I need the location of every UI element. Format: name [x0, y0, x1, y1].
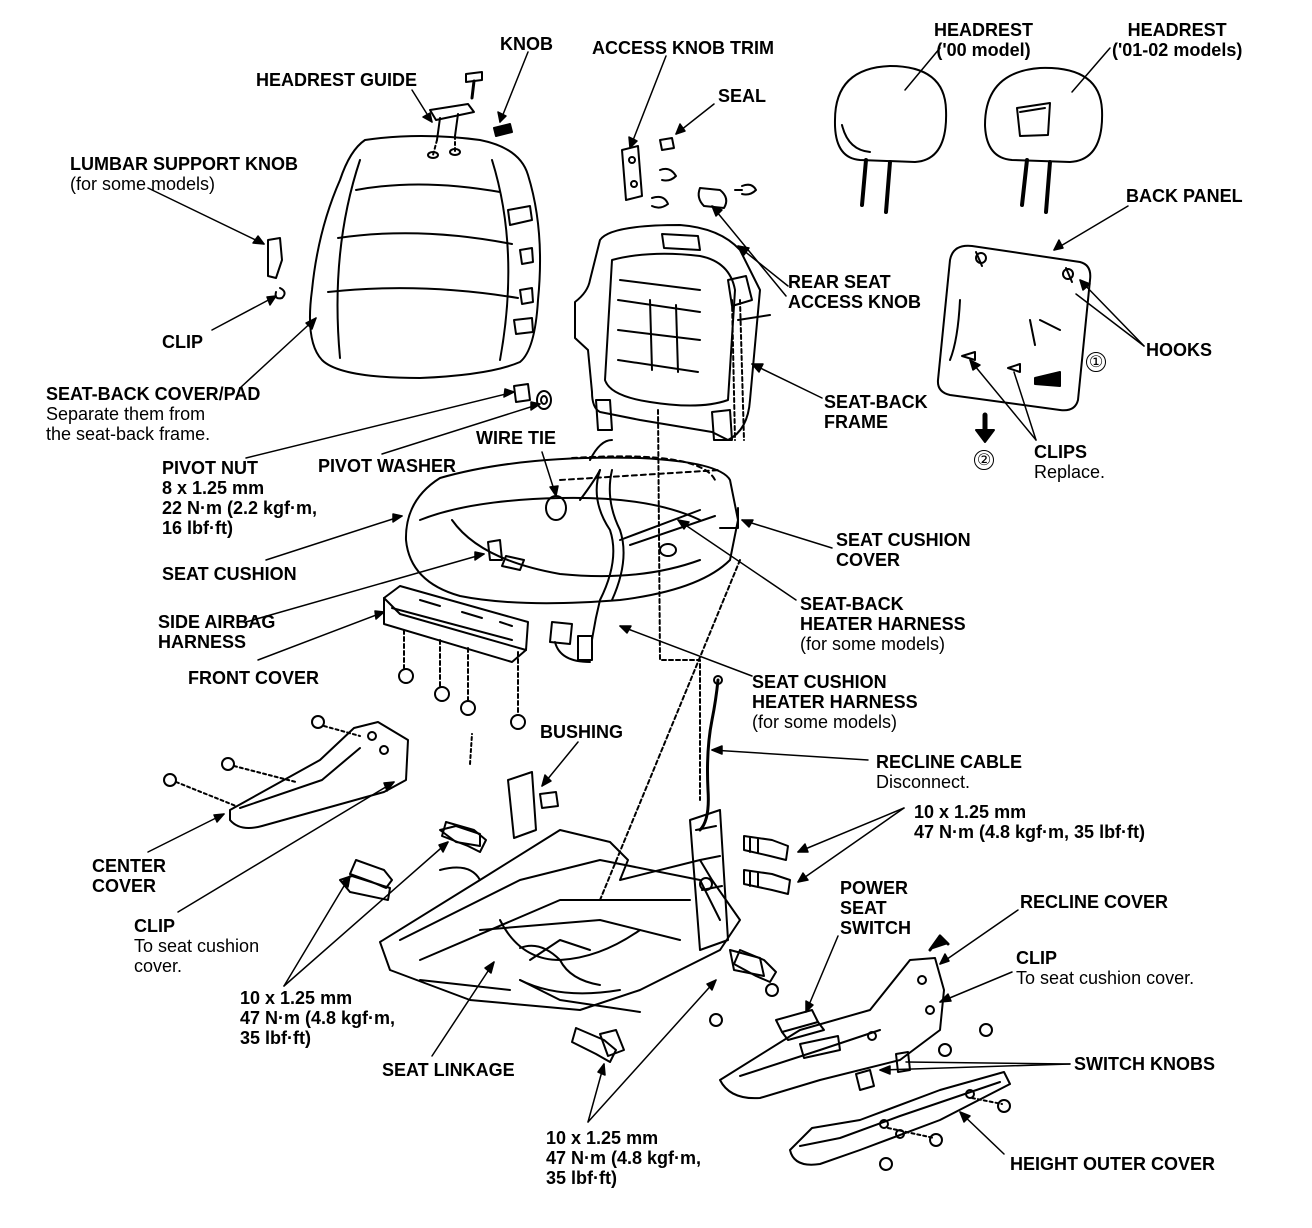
- label-seat-cushion: SEAT CUSHION: [162, 564, 297, 584]
- label-power-seat-switch: POWER SEAT SWITCH: [840, 878, 911, 938]
- seat-back-frame-drawing: [574, 224, 771, 441]
- leader-lines: [147, 47, 1145, 1155]
- label-seal: SEAL: [718, 86, 767, 106]
- label-pivot-washer: PIVOT WASHER: [318, 456, 457, 476]
- recline-bolts-drawing: [743, 835, 791, 895]
- label-back-panel: BACK PANEL: [1126, 186, 1243, 206]
- front-cover-drawing: [383, 585, 529, 730]
- label-clip-lumbar: CLIP: [162, 332, 204, 352]
- label-seat-cushion-heater-harness: SEAT CUSHION HEATER HARNESS (for some mo…: [752, 672, 918, 732]
- label-seat-back-heater-harness: SEAT-BACK HEATER HARNESS (for some model…: [800, 594, 966, 654]
- center-cover-drawing: [163, 715, 409, 829]
- label-headrest-01: HEADREST ('01-02 models): [1112, 20, 1243, 60]
- heater-harness-connector-drawing: [549, 621, 593, 663]
- back-panel-drawing: [936, 244, 1092, 443]
- label-knob: KNOB: [500, 34, 553, 54]
- label-lumbar-support-knob: LUMBAR SUPPORT KNOB (for some models): [70, 154, 298, 194]
- headrest-00-drawing: [833, 65, 948, 214]
- label-height-outer-cover: HEIGHT OUTER COVER: [1010, 1154, 1216, 1174]
- label-seat-back-frame: SEAT-BACK FRAME: [824, 392, 928, 432]
- label-torque-left-bolts: 10 x 1.25 mm 47 N·m (4.8 kgf·m, 35 lbf·f…: [240, 988, 396, 1048]
- seat-cushion-drawing: [404, 439, 739, 641]
- seat-linkage-drawing: [339, 409, 765, 1057]
- access-knob-trim-drawing: [621, 137, 757, 209]
- label-headrest-00: HEADREST ('00 model): [934, 20, 1034, 60]
- label-hooks: HOOKS: [1146, 340, 1213, 360]
- label-switch-knobs: SWITCH KNOBS: [1074, 1054, 1215, 1074]
- label-rear-seat-access-knob: REAR SEAT ACCESS KNOB: [788, 272, 922, 312]
- knob-drawing: [465, 71, 513, 137]
- label-seat-back-cover-pad: SEAT-BACK COVER/PAD Separate them from t…: [46, 384, 261, 444]
- headrest-guide-drawing: [427, 103, 475, 159]
- lumbar-knob-drawing: [267, 237, 286, 300]
- label-access-knob-trim: ACCESS KNOB TRIM: [592, 38, 775, 58]
- label-recline-cable: RECLINE CABLE Disconnect.: [876, 752, 1023, 792]
- recline-cover-drawing: [719, 934, 993, 1100]
- recline-cable-drawing: [698, 675, 723, 832]
- headrest-01-drawing: [984, 66, 1104, 214]
- height-outer-cover-drawing: [789, 1071, 1011, 1171]
- step-2-marker: ②: [974, 450, 994, 470]
- power-seat-switch-drawing: [709, 983, 825, 1041]
- label-wire-tie: WIRE TIE: [476, 428, 556, 448]
- label-torque-recline-bolts: 10 x 1.25 mm 47 N·m (4.8 kgf·m, 35 lbf·f…: [914, 802, 1146, 842]
- label-side-airbag-harness: SIDE AIRBAG HARNESS: [158, 612, 276, 652]
- label-clips: CLIPS Replace.: [1034, 442, 1106, 482]
- step-1-marker: ①: [1086, 352, 1106, 372]
- label-pivot-nut: PIVOT NUT 8 x 1.25 mm 22 N·m (2.2 kgf·m,…: [162, 458, 318, 538]
- label-seat-cushion-cover: SEAT CUSHION COVER: [836, 530, 971, 570]
- label-headrest-guide: HEADREST GUIDE: [256, 70, 418, 90]
- seat-back-cover-drawing: [309, 135, 541, 379]
- label-recline-cover: RECLINE COVER: [1020, 892, 1169, 912]
- label-torque-bottom-bolts: 10 x 1.25 mm 47 N·m (4.8 kgf·m, 35 lbf·f…: [546, 1128, 702, 1188]
- label-bushing: BUSHING: [540, 722, 624, 742]
- label-seat-linkage: SEAT LINKAGE: [382, 1060, 515, 1080]
- linkage-bolts-drawing: [349, 821, 777, 1063]
- label-clip-recline-cover: CLIP To seat cushion cover.: [1016, 948, 1195, 988]
- pivot-nut-washer-drawing: [513, 383, 552, 410]
- label-center-cover: CENTER COVER: [92, 856, 167, 896]
- label-front-cover: FRONT COVER: [188, 668, 320, 688]
- label-clip-center-cover: CLIP To seat cushion cover.: [134, 916, 260, 976]
